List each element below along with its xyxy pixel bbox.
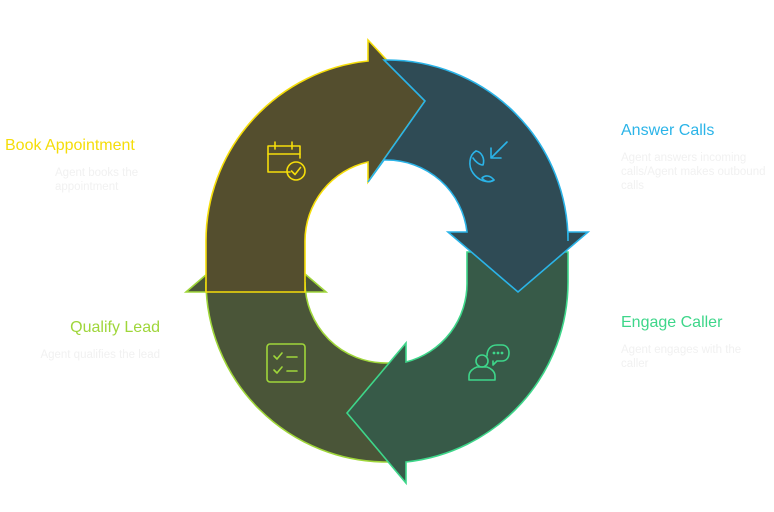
step-label-qualify-lead: Qualify Lead Agent qualifies the lead [20,318,160,362]
calendar-check-icon [267,141,306,181]
step-description: Agent books the appointment [55,167,139,193]
step-description: Agent engages with the caller [621,344,742,370]
step-label-answer-calls: Answer Calls Agent answers incoming call… [621,121,771,193]
person-chat-icon [468,344,510,381]
arrow-engage-caller [345,251,569,486]
step-title: Answer Calls [621,122,715,139]
step-label-book-appointment: Book Appointment Agent books the appoint… [5,136,185,194]
step-title: Engage Caller [621,314,723,331]
segment-engage-caller [345,251,569,486]
step-title: Book Appointment [5,137,135,154]
step-label-engage-caller: Engage Caller Agent engages with the cal… [621,313,771,371]
step-title: Qualify Lead [70,319,160,336]
segment-answer-calls [367,59,591,294]
segment-book-appointment [205,37,427,293]
arrow-book-appointment [205,37,427,293]
checklist-icon [266,343,306,383]
step-description: Agent qualifies the lead [40,349,160,361]
incoming-call-icon [469,141,508,183]
step-description: Agent answers incoming calls/Agent makes… [621,152,766,192]
arrow-answer-calls [367,59,591,294]
